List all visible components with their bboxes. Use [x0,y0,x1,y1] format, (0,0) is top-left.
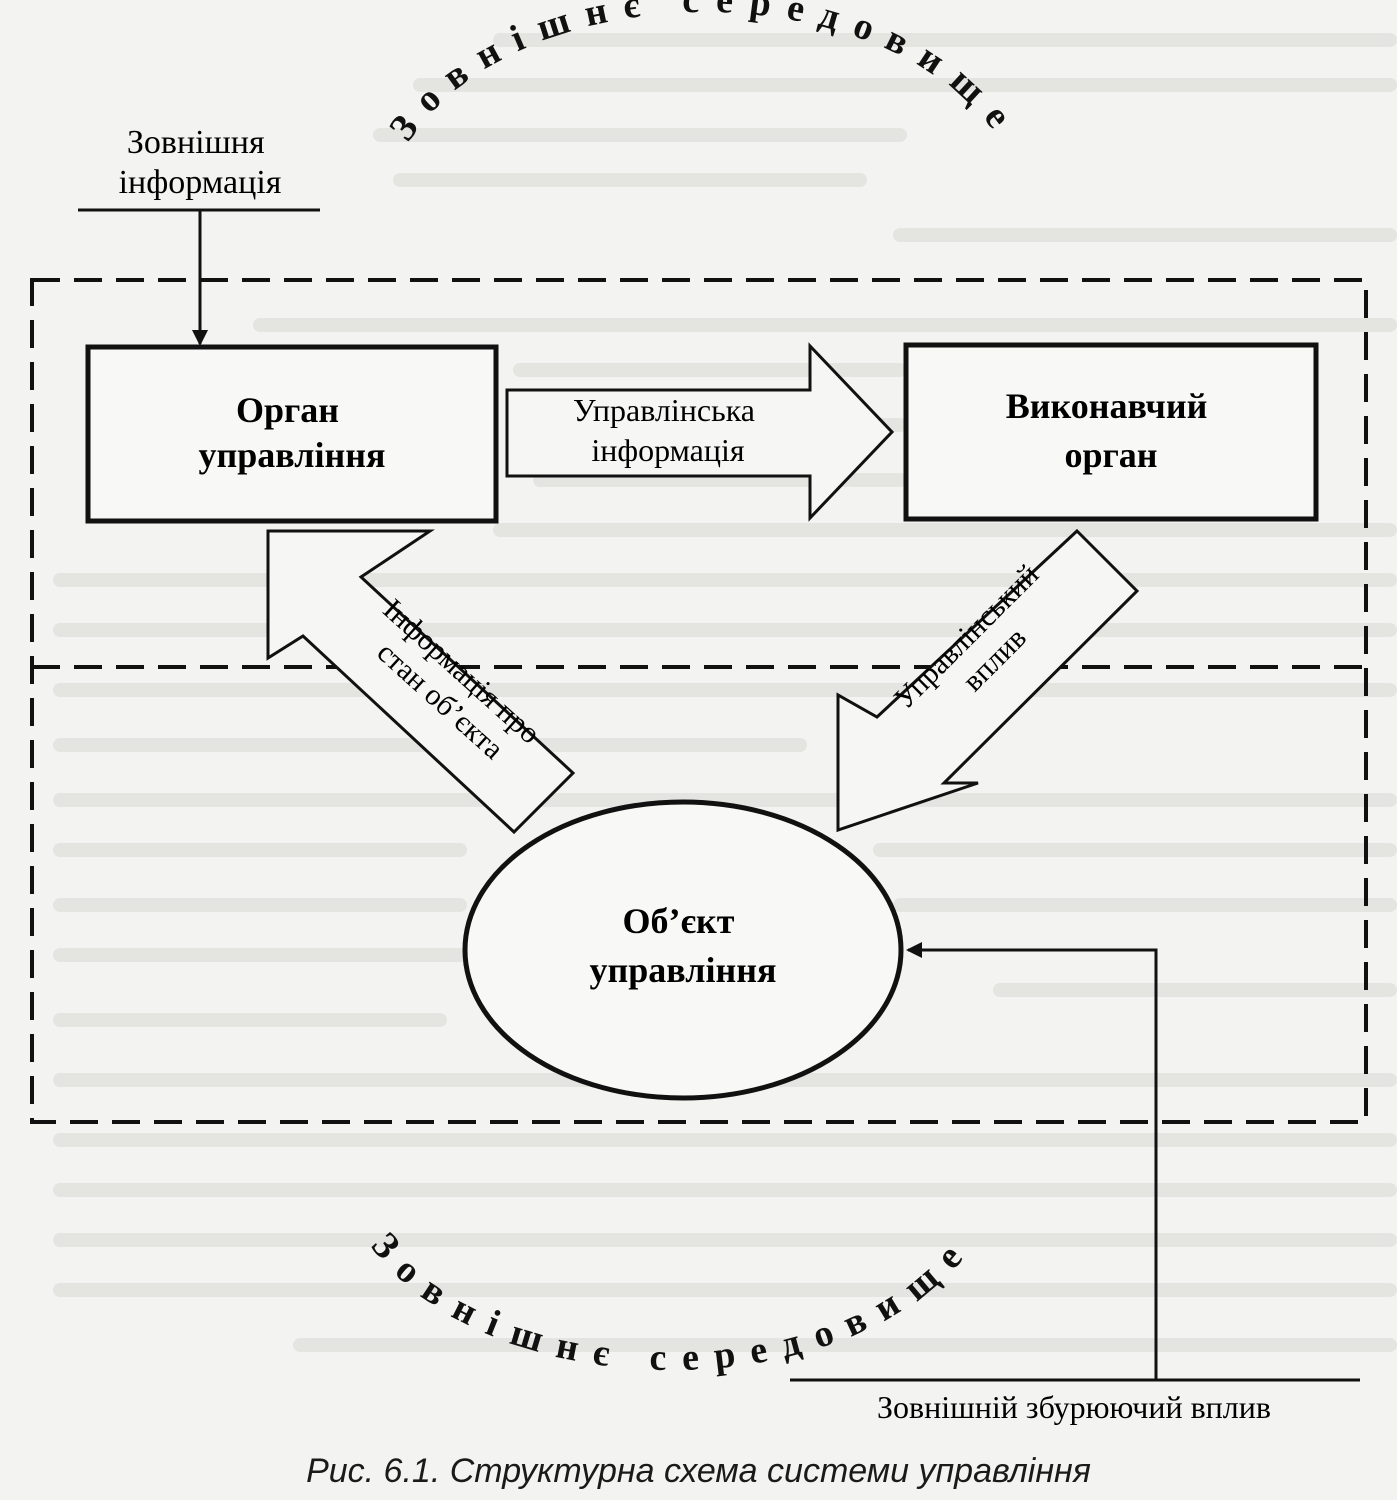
external-disturbance-arrow [906,942,1158,1380]
control-system-diagram: Зовнішнє середовище Зовнішнє середовище … [30,0,1368,1425]
external-disturbance-label: Зовнішній збурюючий вплив [877,1389,1271,1425]
executive-body-box [903,342,1319,522]
control-object-label: Об’єкт управління [590,901,777,990]
control-body-label: Орган управління [199,390,386,475]
executive-body-label: Виконавчий орган [1006,386,1217,475]
figure-caption: Рис. 6.1. Структурна схема системи управ… [306,1452,1091,1490]
external-information-label: Зовнішня інформація [119,124,282,201]
control-information-label: Управлінська інформація [573,392,763,468]
control-body-box [85,344,499,524]
environment-label-top: Зовнішнє середовище [381,0,1029,149]
control-object-ellipse [462,799,904,1101]
system-boundary [30,278,1368,1124]
environment-label-bottom: Зовнішнє середовище [363,1225,981,1380]
control-information-arrow [505,342,895,522]
object-state-information-arrow [266,529,576,835]
control-influence-arrow [836,528,1140,833]
